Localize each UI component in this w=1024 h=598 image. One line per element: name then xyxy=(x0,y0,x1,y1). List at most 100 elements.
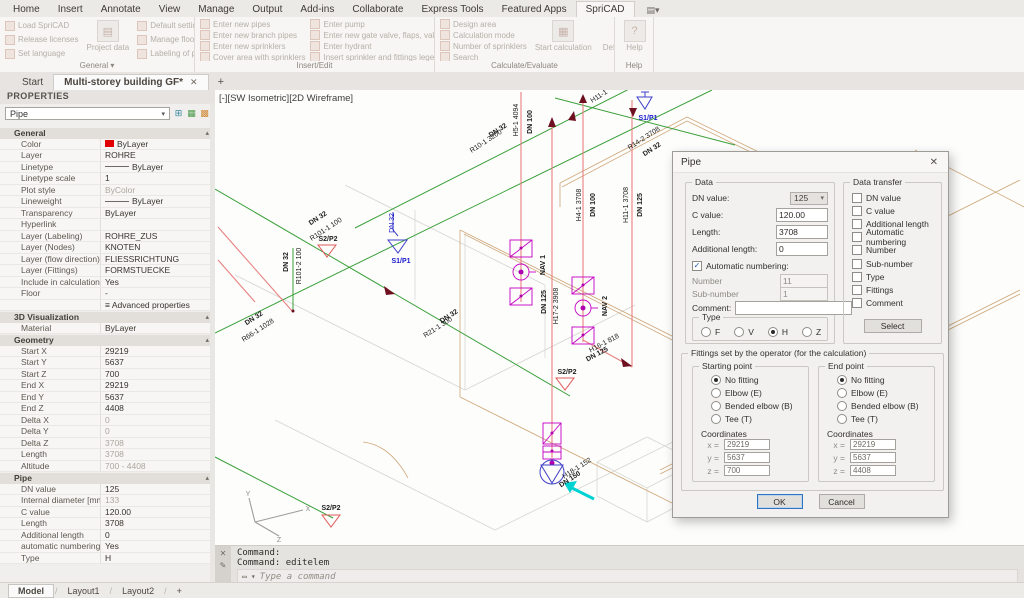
ribbon-tab-collaborate[interactable]: Collaborate xyxy=(343,2,412,17)
property-row-floor[interactable]: Floor- xyxy=(0,288,215,300)
panel-label-general[interactable]: General ▾ xyxy=(0,61,194,72)
ribbon-tab-spricad[interactable]: SpriCAD xyxy=(576,1,635,17)
ribbon-style-toggle-icon[interactable]: ▤▾ xyxy=(641,4,666,17)
property-row-layer[interactable]: LayerROHRE xyxy=(0,150,215,162)
radio-no-fitting[interactable]: No fitting xyxy=(711,373,793,386)
radio-bended-elbow-b[interactable]: Bended elbow (B) xyxy=(837,399,919,412)
property-row-end-z[interactable]: End Z4408 xyxy=(0,403,215,415)
ribbon-button-default-settings[interactable]: Default settings xyxy=(137,19,194,32)
checkbox-c-value[interactable]: C value xyxy=(852,204,939,217)
ribbon-tab-manage[interactable]: Manage xyxy=(189,2,243,17)
ribbon-button-enter-new-gate-valve-flaps-valves[interactable]: Enter new gate valve, flaps, valves xyxy=(310,30,434,40)
layout-tab-layout1[interactable]: Layout1 xyxy=(59,585,109,597)
radio-v[interactable]: V xyxy=(734,325,754,338)
radio-no-fitting[interactable]: No fitting xyxy=(837,373,919,386)
property-row-layer-nodes[interactable]: Layer (Nodes)KNOTEN xyxy=(0,242,215,254)
select-button[interactable]: Select xyxy=(864,319,922,333)
checkbox-dn-value[interactable]: DN value xyxy=(852,191,939,204)
radio-elbow-e[interactable]: Elbow (E) xyxy=(711,386,793,399)
customize-icon[interactable]: ▩ xyxy=(199,108,210,119)
close-icon[interactable]: ✕ xyxy=(190,77,198,88)
pencil-icon[interactable]: ✎ xyxy=(220,561,227,570)
property-row-linetype[interactable]: LinetypeByLayer xyxy=(0,162,215,174)
close-icon[interactable]: ✕ xyxy=(220,549,227,558)
checkbox-sub-number[interactable]: Sub-number xyxy=(852,257,939,270)
ribbon-tab-home[interactable]: Home xyxy=(4,2,49,17)
ribbon-button-enter-hydrant[interactable]: Enter hydrant xyxy=(310,41,434,51)
ribbon-button-start-calculation[interactable]: ▦Start calculation xyxy=(532,19,595,53)
section-header-geometry[interactable]: Geometry▴ xyxy=(0,334,215,346)
ribbon-button-enter-new-branch-pipes[interactable]: Enter new branch pipes xyxy=(200,30,305,40)
cancel-button[interactable]: Cancel xyxy=(819,494,865,509)
checkbox-fittings[interactable]: Fittings xyxy=(852,283,939,296)
additional-length-input[interactable] xyxy=(776,242,828,256)
new-drawing-button[interactable]: + xyxy=(209,76,233,90)
ribbon-button-design-area[interactable]: Design area xyxy=(440,19,527,29)
ribbon-button-cover-area-with-sprinklers[interactable]: Cover area with sprinklers xyxy=(200,52,305,61)
property-row-start-z[interactable]: Start Z700 xyxy=(0,369,215,381)
ribbon-button-load-spricad[interactable]: Load SpriCAD xyxy=(5,19,78,32)
property-row-start-x[interactable]: Start X29219 xyxy=(0,346,215,358)
property-row-dn-value[interactable]: DN value125 xyxy=(0,484,215,496)
layout-tab-layout2[interactable]: Layout2 xyxy=(113,585,163,597)
layout-tab-model[interactable]: Model xyxy=(8,584,54,598)
property-row-delta-y[interactable]: Delta Y0 xyxy=(0,426,215,438)
automatic-numbering-checkbox[interactable]: ✓ Automatic numbering: xyxy=(692,259,789,272)
property-row-layer-flow-direction[interactable]: Layer (flow direction)FLIESSRICHTUNG xyxy=(0,254,215,266)
quick-select-icon[interactable]: ▦ xyxy=(186,108,197,119)
radio-tee-t[interactable]: Tee (T) xyxy=(837,412,919,425)
close-icon[interactable]: ✕ xyxy=(928,157,940,168)
ok-button[interactable]: OK xyxy=(757,494,803,509)
property-row-c-value[interactable]: C value120.00 xyxy=(0,507,215,519)
section-header-general[interactable]: General▴ xyxy=(0,127,215,139)
radio-bended-elbow-b[interactable]: Bended elbow (B) xyxy=(711,399,793,412)
property-row-additional-length[interactable]: Additional length0 xyxy=(0,530,215,542)
property-row-transparency[interactable]: TransparencyByLayer xyxy=(0,208,215,220)
radio-f[interactable]: F xyxy=(701,325,720,338)
property-row-color[interactable]: ColorByLayer xyxy=(0,139,215,151)
property-row-end-x[interactable]: End X29219 xyxy=(0,380,215,392)
ribbon-button-search[interactable]: Search xyxy=(440,52,527,61)
ribbon-button-calculation-mode[interactable]: Calculation mode xyxy=(440,30,527,40)
ribbon-button-help[interactable]: ?Help xyxy=(621,19,649,53)
property-row-include-in-calculation[interactable]: Include in calculationYes xyxy=(0,277,215,289)
property-row-layer-labeling[interactable]: Layer (Labeling)ROHRE_ZUS xyxy=(0,231,215,243)
property-row-length[interactable]: Length3708 xyxy=(0,449,215,461)
checkbox-automatic-numbering[interactable]: Automatic numbering xyxy=(852,231,939,244)
ribbon-button-release-licenses[interactable]: Release licenses xyxy=(5,33,78,46)
ribbon-button-enter-new-pipes[interactable]: Enter new pipes xyxy=(200,19,305,29)
ribbon-tab-express-tools[interactable]: Express Tools xyxy=(412,2,492,17)
ribbon-button-manage-floors[interactable]: Manage floors xyxy=(137,33,194,46)
radio-z[interactable]: Z xyxy=(802,325,821,338)
ribbon-button-number-of-sprinklers[interactable]: Number of sprinklers xyxy=(440,41,527,51)
ribbon-button-set-language[interactable]: Set language xyxy=(5,47,78,60)
ribbon-button-project-data[interactable]: ▤Project data xyxy=(83,19,132,53)
ribbon-button-enter-pump[interactable]: Enter pump xyxy=(310,19,434,29)
property-row-hyperlink[interactable]: Hyperlink xyxy=(0,219,215,231)
toggle-value-icon[interactable]: ⊞ xyxy=(173,108,184,119)
property-row-type[interactable]: TypeH xyxy=(0,553,215,565)
ribbon-tab-add-ins[interactable]: Add-ins xyxy=(291,2,343,17)
property-row-advanced[interactable]: ≡ Advanced properties xyxy=(0,300,215,312)
property-row-altitude[interactable]: Altitude700 - 4408 xyxy=(0,461,215,473)
property-row-plot-style[interactable]: Plot styleByColor xyxy=(0,185,215,197)
property-row-end-y[interactable]: End Y5637 xyxy=(0,392,215,404)
property-row-automatic-numbering[interactable]: automatic numberingYes xyxy=(0,541,215,553)
object-type-select[interactable]: Pipe ▾ xyxy=(5,107,170,120)
ribbon-button-labeling-of-pipes-sprinklers[interactable]: Labeling of pipes/sprinklers xyxy=(137,47,194,60)
section-header-3d-visualization[interactable]: 3D Visualization▴ xyxy=(0,311,215,323)
property-row-start-y[interactable]: Start Y5637 xyxy=(0,357,215,369)
ribbon-tab-insert[interactable]: Insert xyxy=(49,2,92,17)
property-row-delta-x[interactable]: Delta X0 xyxy=(0,415,215,427)
ribbon-button-insert-sprinkler-and-fittings-legend[interactable]: Insert sprinkler and fittings legend xyxy=(310,52,434,61)
comment-input[interactable] xyxy=(735,301,852,315)
property-row-layer-fittings[interactable]: Layer (Fittings)FORMSTUECKE xyxy=(0,265,215,277)
ribbon-tab-output[interactable]: Output xyxy=(243,2,291,17)
document-tab-start[interactable]: Start xyxy=(12,75,53,90)
ribbon-button-default-display[interactable]: ✻Default display▾ xyxy=(600,19,614,57)
checkbox-type[interactable]: Type xyxy=(852,270,939,283)
checkbox-comment[interactable]: Comment xyxy=(852,297,939,310)
dialog-title-bar[interactable]: Pipe ✕ xyxy=(673,152,948,173)
property-row-linetype-scale[interactable]: Linetype scale1 xyxy=(0,173,215,185)
radio-h[interactable]: H xyxy=(768,325,788,338)
